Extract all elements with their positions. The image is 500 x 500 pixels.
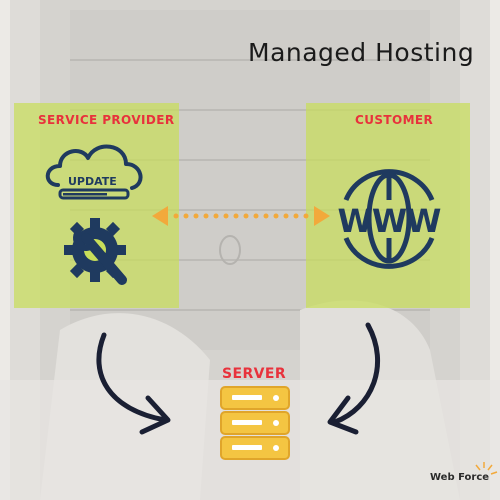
brand-watermark: Web Force <box>430 472 490 483</box>
diagram-title: Managed Hosting <box>248 38 475 67</box>
update-label: UPDATE <box>68 175 117 188</box>
server-label: SERVER <box>222 366 287 382</box>
service-provider-panel <box>14 103 179 308</box>
customer-label: CUSTOMER <box>355 113 434 127</box>
service-provider-label: SERVICE PROVIDER <box>38 113 175 127</box>
www-label: WWW <box>337 202 442 240</box>
